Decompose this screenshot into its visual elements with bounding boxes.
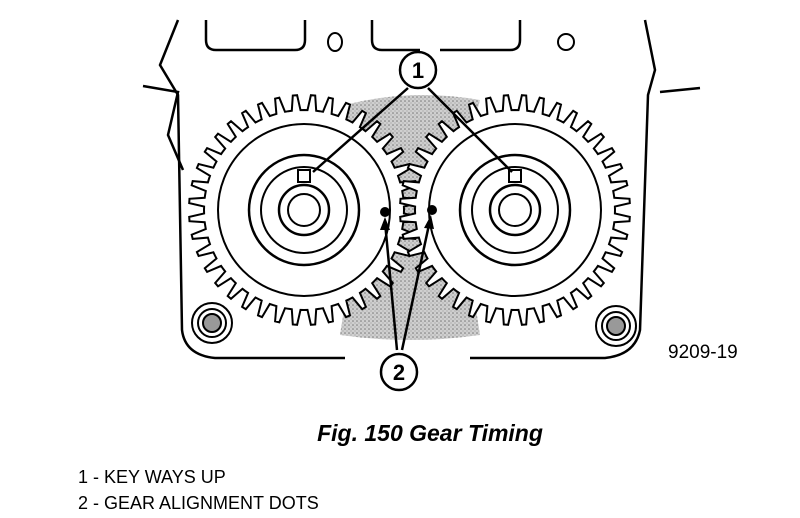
left-mounting-boss <box>191 302 233 344</box>
right-mounting-boss <box>595 305 637 347</box>
right-shaft-hub <box>458 153 572 267</box>
gear-timing-illustration: 1 2 9209-19 <box>142 19 738 392</box>
figure-caption: Fig. 150 Gear Timing <box>317 420 543 446</box>
arrowhead <box>380 217 390 230</box>
legend-item-key-ways: 1 - KEY WAYS UP <box>78 467 226 487</box>
figure-reference-number: 9209-19 <box>668 342 738 363</box>
legend-item-alignment-dots: 2 - GEAR ALIGNMENT DOTS <box>78 493 319 513</box>
gear-root-circle <box>217 123 391 297</box>
callout-2-label: 2 <box>393 360 405 385</box>
left-alignment-dot <box>380 207 390 217</box>
callout-2-leaders <box>383 219 432 351</box>
right-key-way <box>508 169 522 183</box>
right-alignment-dot <box>427 205 437 215</box>
callout-1-leaders <box>312 87 513 173</box>
arrowhead <box>424 215 434 229</box>
callout-1-circle <box>398 50 438 90</box>
housing-bolt-holes <box>327 32 575 52</box>
left-key-way <box>297 169 311 183</box>
callout-1-label: 1 <box>412 58 424 83</box>
callout-2-circle <box>379 352 419 392</box>
legend: 1 - KEY WAYS UP 2 - GEAR ALIGNMENT DOTS <box>78 464 319 516</box>
left-shaft-hub <box>247 153 361 267</box>
pump-housing <box>142 19 701 360</box>
